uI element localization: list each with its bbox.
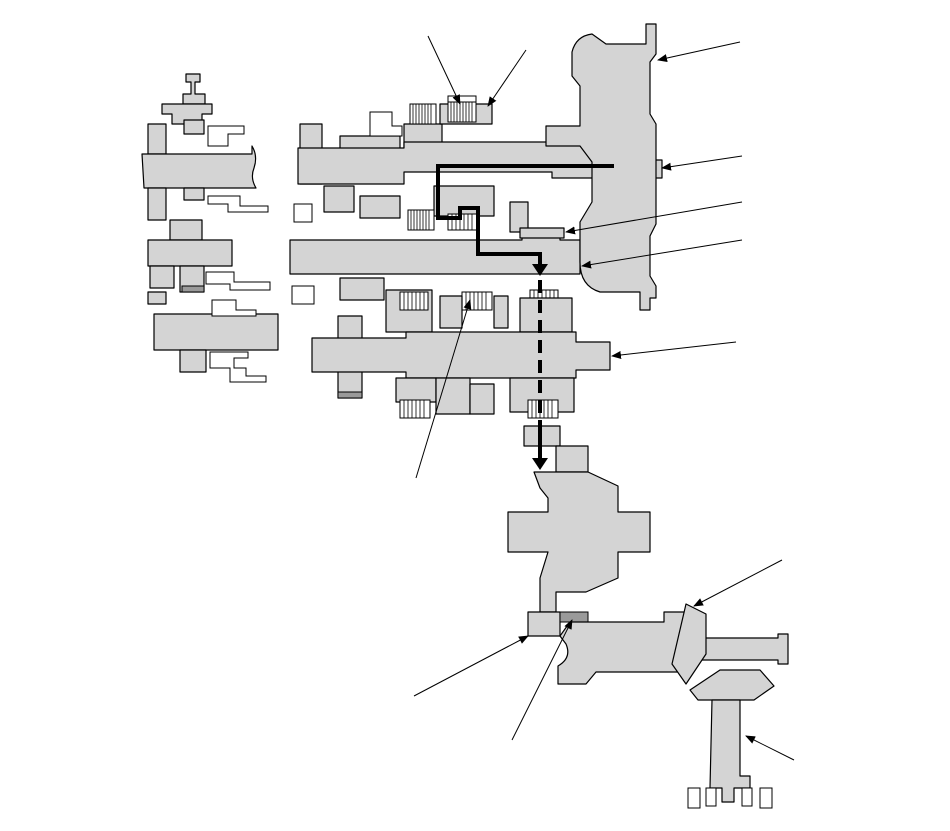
left-exploded-shaft-group [141,73,279,383]
leader-line [415,299,472,479]
left-middle-shaft [147,239,233,267]
left-upper-shaft [141,145,257,189]
synchro-splines-mid [407,209,479,231]
leader-line [511,619,573,741]
main-gear-cluster [289,95,663,419]
leader-line [565,201,743,235]
differential-group [507,425,789,809]
leader-line [581,239,743,269]
leader-line [413,635,529,697]
pinion-shaft [709,699,751,803]
leader-line [427,35,461,105]
differential-case [507,471,651,613]
leader-line [745,735,795,761]
leader-line [611,341,737,359]
power-flow-path [436,164,614,470]
leader-line [487,49,527,107]
input-shaft [297,141,663,185]
synchro-splines-top [447,101,477,123]
leader-line [661,155,743,171]
drive-shaft [557,611,789,685]
synchro-splines-bottom [399,399,559,419]
leader-line [657,41,741,62]
leader-line [693,559,783,607]
callout-leaders [413,35,795,761]
left-lower-shaft [153,313,279,351]
output-shaft [311,331,611,379]
synchro-splines-top-left [409,103,437,125]
